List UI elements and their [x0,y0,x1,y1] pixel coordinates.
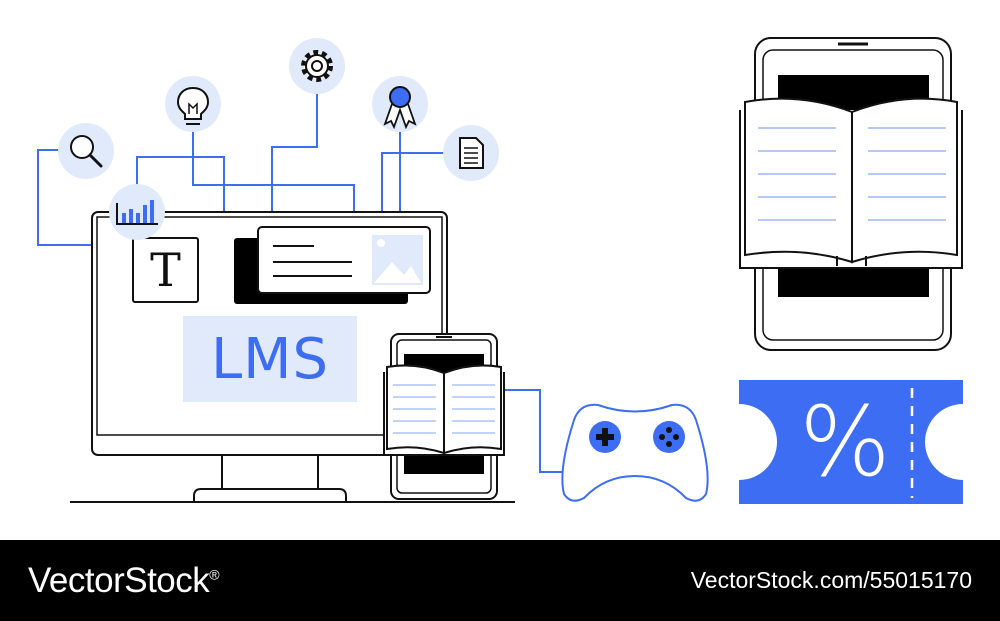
registered-mark: ® [209,565,220,582]
gamepad-icon [561,403,709,502]
lms-badge [183,316,357,402]
stock-image-id: VectorStock.com/55015170 [690,567,972,593]
vectorstock-logo: VectorStock® [28,560,220,601]
text-tile [132,237,199,303]
search-icon [58,123,114,179]
lms-illustration [37,37,963,504]
content-card [234,226,431,304]
lms-label: LMS [210,326,330,392]
large-open-book-icon [739,97,963,269]
connector-lines [37,90,580,473]
document-icon [443,125,499,181]
open-book-icon [383,364,505,456]
footer-bar: VectorStock® VectorStock.com/55015170 [0,540,1000,621]
text-tile-letter: T [150,243,181,297]
award-ribbon-icon [372,76,428,132]
image-icon [372,235,423,285]
lightbulb-icon [165,76,221,132]
gear-icon [289,38,345,94]
coupon-ticket-icon [739,380,963,504]
coupon-percent-symbol: % [799,386,891,498]
brand-name: VectorStock [28,560,210,600]
bar-chart-icon [109,184,165,240]
